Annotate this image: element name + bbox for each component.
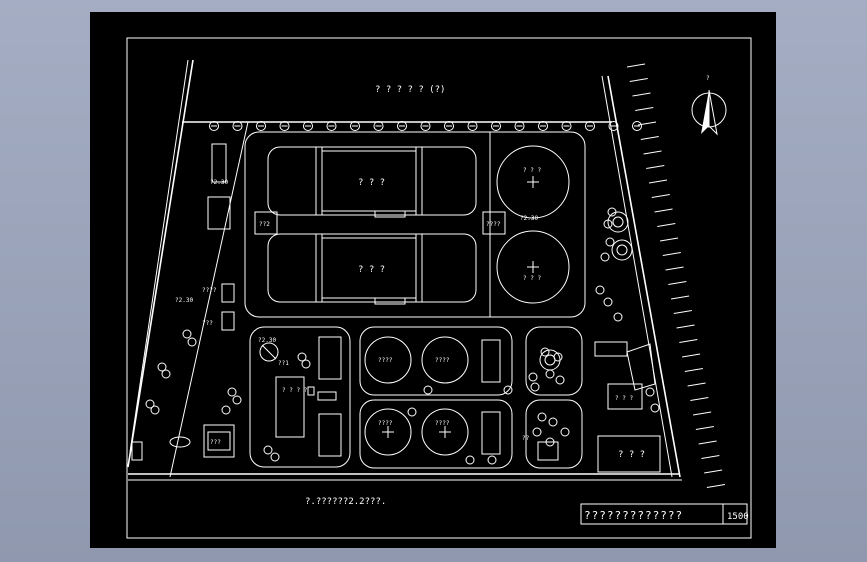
small-structure-b bbox=[482, 211, 506, 235]
pool-2-label: ? ? ? bbox=[358, 265, 385, 275]
lower-block-c2 bbox=[525, 399, 583, 469]
svg-text:? ? ?: ? ? ? bbox=[615, 395, 633, 402]
left-building-4 bbox=[221, 311, 235, 331]
pool-1: ? ? ? bbox=[267, 146, 477, 218]
svg-text:?: ? bbox=[706, 75, 710, 82]
site-boundary bbox=[127, 59, 682, 481]
compound-outline bbox=[244, 131, 586, 318]
svg-text:? ? ?: ? ? ? bbox=[618, 450, 645, 460]
svg-text:?2.30: ?2.30 bbox=[210, 179, 228, 186]
title-block-text: ????????????? bbox=[584, 509, 683, 522]
pump-house bbox=[537, 441, 559, 461]
gate-house: ??? bbox=[203, 424, 235, 458]
oval-marker bbox=[169, 436, 191, 448]
rect-structure-2 bbox=[481, 411, 501, 455]
svg-text:???: ??? bbox=[210, 439, 221, 446]
top-label: ? ? ? ? ? (?) bbox=[375, 85, 445, 95]
tree-row bbox=[209, 121, 642, 131]
building-d: ? ? ? bbox=[597, 435, 661, 473]
svg-text:?2.30: ?2.30 bbox=[520, 215, 538, 222]
tank-c4: ???? bbox=[421, 408, 469, 456]
building-a: ? ? ? ? ??1 ?2.30 bbox=[258, 337, 308, 438]
lower-block-c1 bbox=[525, 326, 583, 396]
small-structure-a bbox=[254, 211, 278, 235]
road-hatching bbox=[626, 63, 725, 488]
svg-text:????: ???? bbox=[486, 221, 501, 228]
svg-text:???: ??? bbox=[202, 320, 213, 327]
rect-structure-3 bbox=[318, 336, 342, 380]
scale-label: 1500 bbox=[727, 512, 749, 522]
svg-text:? ? ? ?: ? ? ? ? bbox=[282, 387, 308, 394]
tank-c3: ???? bbox=[364, 408, 412, 456]
building-b: ? ? ? bbox=[594, 341, 656, 410]
svg-text:??: ?? bbox=[522, 435, 530, 442]
cad-drawing-sheet: ????????????? 1500 ?.??????2.2???. ? ? ?… bbox=[90, 12, 776, 548]
svg-text:????: ???? bbox=[378, 357, 393, 364]
lower-block-b2 bbox=[359, 399, 513, 469]
tank-c1: ???? bbox=[364, 336, 412, 384]
north-arrow-icon: ? bbox=[691, 75, 727, 136]
left-building-3 bbox=[221, 283, 235, 303]
left-building-1 bbox=[211, 143, 227, 183]
tank-top: ? ? ? bbox=[496, 145, 570, 219]
svg-text:????: ???? bbox=[435, 420, 450, 427]
svg-text:??2: ??2 bbox=[259, 221, 270, 228]
svg-text:??1: ??1 bbox=[278, 360, 289, 367]
svg-text:?2.30: ?2.30 bbox=[175, 297, 193, 304]
tank-c2: ???? bbox=[421, 336, 469, 384]
pool-2: ? ? ? bbox=[267, 233, 477, 305]
title-block bbox=[580, 503, 748, 525]
svg-text:????: ???? bbox=[435, 357, 450, 364]
left-building-2 bbox=[207, 196, 231, 230]
bottom-note: ?.??????2.2???. bbox=[305, 497, 386, 507]
site-plan-drawing: ????????????? 1500 ?.??????2.2???. ? ? ?… bbox=[126, 37, 752, 539]
svg-text:? ? ?: ? ? ? bbox=[523, 167, 541, 174]
svg-text:????: ???? bbox=[378, 420, 393, 427]
drawing-frame bbox=[126, 37, 752, 539]
tank-bottom: ? ? ? bbox=[496, 230, 570, 304]
svg-text:?2.30: ?2.30 bbox=[258, 337, 276, 344]
pool-1-label: ? ? ? bbox=[358, 178, 385, 188]
scattered-trees bbox=[145, 207, 660, 465]
rect-structure-4 bbox=[318, 413, 342, 457]
svg-text:? ? ?: ? ? ? bbox=[523, 275, 541, 282]
rect-structure-1 bbox=[481, 339, 501, 383]
lower-block-a bbox=[249, 326, 351, 468]
svg-text:????: ???? bbox=[202, 287, 217, 294]
lower-block-b1 bbox=[359, 326, 513, 396]
